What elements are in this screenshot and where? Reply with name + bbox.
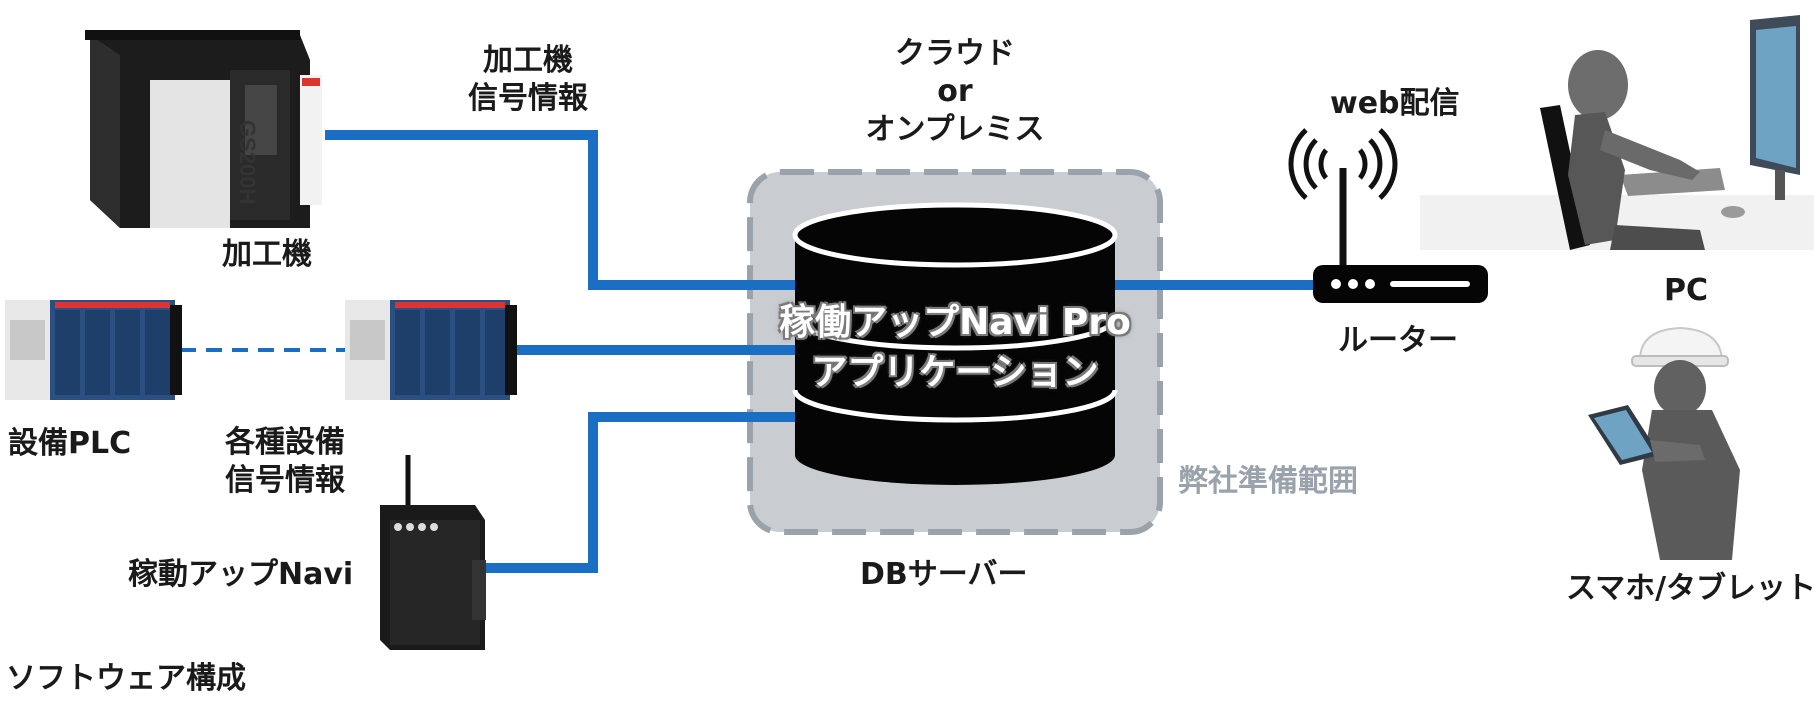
pc-label: PC: [1664, 273, 1709, 308]
plc-right-icon: [345, 300, 517, 400]
plc-label: 設備PLC: [8, 426, 132, 461]
equipment-signal-label-line2: 信号情報: [225, 463, 345, 498]
router-icon: [1288, 128, 1488, 303]
machine-brand-text: GS200H: [235, 120, 260, 204]
navi-connection-line: [480, 412, 800, 573]
application-label-line2: アプリケーション: [811, 352, 1099, 393]
scope-label: 弊社準備範囲: [1178, 464, 1358, 499]
navi-device-icon: [380, 455, 486, 650]
database-icon: [792, 202, 1118, 485]
equipment-signal-label: 各種設備 信号情報: [205, 424, 365, 500]
machining-center-icon: [85, 30, 322, 228]
machine-connection-line: [325, 130, 800, 290]
application-label: 稼働アップNavi Pro アプリケーション: [755, 298, 1155, 398]
tablet-user-icon: [1588, 326, 1740, 560]
machine-label: 加工機: [222, 237, 312, 272]
navi-device-label: 稼動アップNavi: [128, 557, 354, 592]
cloud-label-line3: オンプレミス: [865, 112, 1045, 147]
cloud-label: クラウド or オンプレミス: [825, 35, 1085, 149]
web-delivery-label: web配信: [1330, 86, 1460, 121]
cloud-label-line1: クラウド: [895, 36, 1015, 71]
machine-signal-label-line2: 信号情報: [468, 81, 588, 116]
db-server-label: DBサーバー: [860, 557, 1028, 592]
router-label: ルーター: [1338, 323, 1458, 358]
machine-signal-label: 加工機 信号情報: [448, 42, 608, 118]
plc-left-icon: [5, 300, 182, 400]
software-config-label: ソフトウェア構成: [6, 661, 246, 696]
smartphone-label: スマホ/タブレット: [1566, 571, 1814, 606]
equipment-signal-label-line1: 各種設備: [225, 425, 345, 460]
application-label-line1: 稼働アップNavi Pro: [779, 302, 1131, 343]
cloud-label-line2: or: [937, 74, 973, 109]
machine-signal-label-line1: 加工機: [483, 43, 573, 78]
pc-user-icon: [1420, 15, 1814, 250]
